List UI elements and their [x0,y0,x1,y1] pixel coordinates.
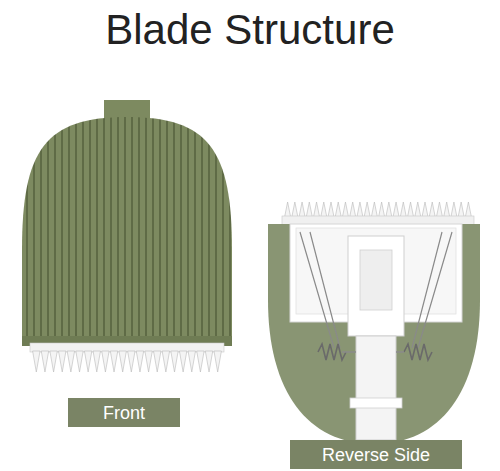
spring-wire [300,232,452,348]
caption-label: Front [103,402,145,424]
reverse-blade [268,202,480,444]
center-block [348,236,404,336]
blade-body [22,117,232,345]
diagram-title: Blade Structure [0,2,500,58]
blade-body [268,224,480,444]
teeth-base [30,343,224,352]
post-rib [350,398,402,408]
spring-hook [342,351,404,352]
coil-spring [318,344,432,360]
drive-post [356,336,396,440]
blade-teeth [33,351,222,372]
blade-teeth [285,202,472,217]
caption-label-box: Front [68,398,180,427]
caption-label-box: Reverse Side [290,440,462,469]
front-blade [22,100,232,372]
center-slot [360,250,392,310]
caption-label: Reverse Side [322,444,430,466]
